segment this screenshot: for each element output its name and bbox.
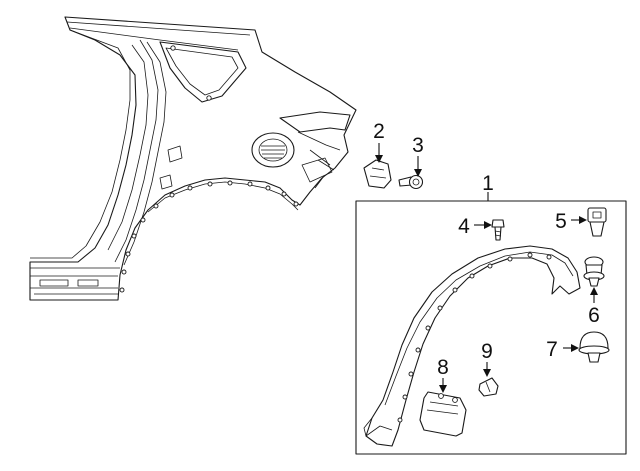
leader-6 xyxy=(590,287,598,303)
callout-3: 3 xyxy=(412,134,424,157)
part-3-screw xyxy=(398,174,424,190)
wheel-arch-molding xyxy=(363,245,581,447)
part-5-clip xyxy=(587,207,607,237)
leader-2 xyxy=(375,143,383,163)
leader-7 xyxy=(563,344,579,352)
callout-5: 5 xyxy=(555,210,567,233)
quarter-panel xyxy=(29,16,357,301)
part-6-fastener xyxy=(583,256,605,287)
callout-4: 4 xyxy=(458,215,470,238)
callout-7: 7 xyxy=(546,338,558,361)
callout-6: 6 xyxy=(588,304,600,327)
part-2-bracket xyxy=(363,159,392,189)
callout-2: 2 xyxy=(373,120,385,143)
part-4-screw xyxy=(491,219,505,241)
callout-8: 8 xyxy=(437,356,449,379)
leader-9 xyxy=(483,362,491,377)
part-9-clip xyxy=(478,377,499,397)
part-8-splash-guard xyxy=(419,391,467,437)
leader-4 xyxy=(474,221,492,229)
leader-3 xyxy=(414,156,422,177)
callout-9: 9 xyxy=(481,340,493,363)
part-1-assembly-frame xyxy=(355,200,627,455)
leader-5 xyxy=(571,216,587,224)
part-7-rivet xyxy=(578,331,610,363)
leader-8 xyxy=(439,378,447,393)
arch-holes xyxy=(119,180,299,293)
callout-1: 1 xyxy=(482,172,494,195)
